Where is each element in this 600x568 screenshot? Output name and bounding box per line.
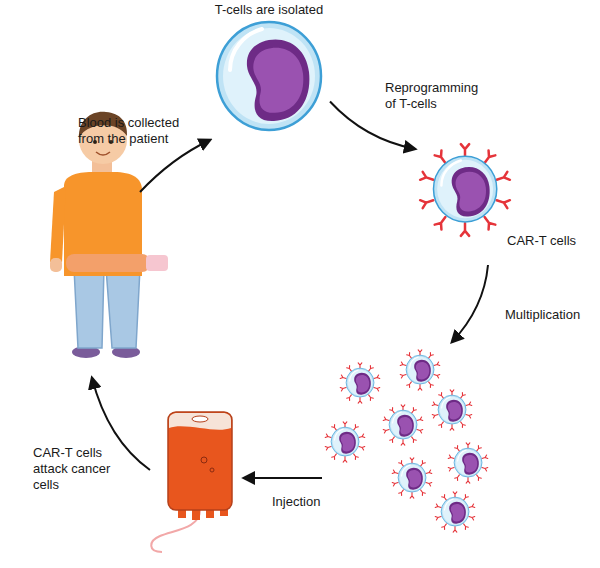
t-cell-shape — [214, 20, 324, 132]
t-cell: T-cells are isolated — [208, 0, 330, 135]
flow-arrows — [92, 140, 488, 478]
flow-arrow — [452, 265, 488, 342]
node-label: T-cells are isolated — [194, 2, 344, 18]
flow-arrow — [244, 477, 322, 479]
step-label: CAR-T cells attack cancer cells — [33, 445, 123, 493]
step-label: Blood is collected from the patient — [78, 115, 203, 147]
edge-label: Reprogramming of T-cells — [385, 80, 480, 112]
node-label: CAR-T cells — [507, 233, 580, 249]
car-t-cell-shape — [415, 135, 515, 245]
patient-figure — [50, 112, 168, 358]
car-t-cell-group — [325, 350, 487, 532]
car-t-cell: CAR-T cells — [415, 135, 580, 255]
step-label: Injection — [272, 494, 352, 510]
flow-arrow — [140, 140, 210, 192]
step-label: Multiplication — [505, 307, 600, 323]
blood-bag — [151, 412, 232, 552]
